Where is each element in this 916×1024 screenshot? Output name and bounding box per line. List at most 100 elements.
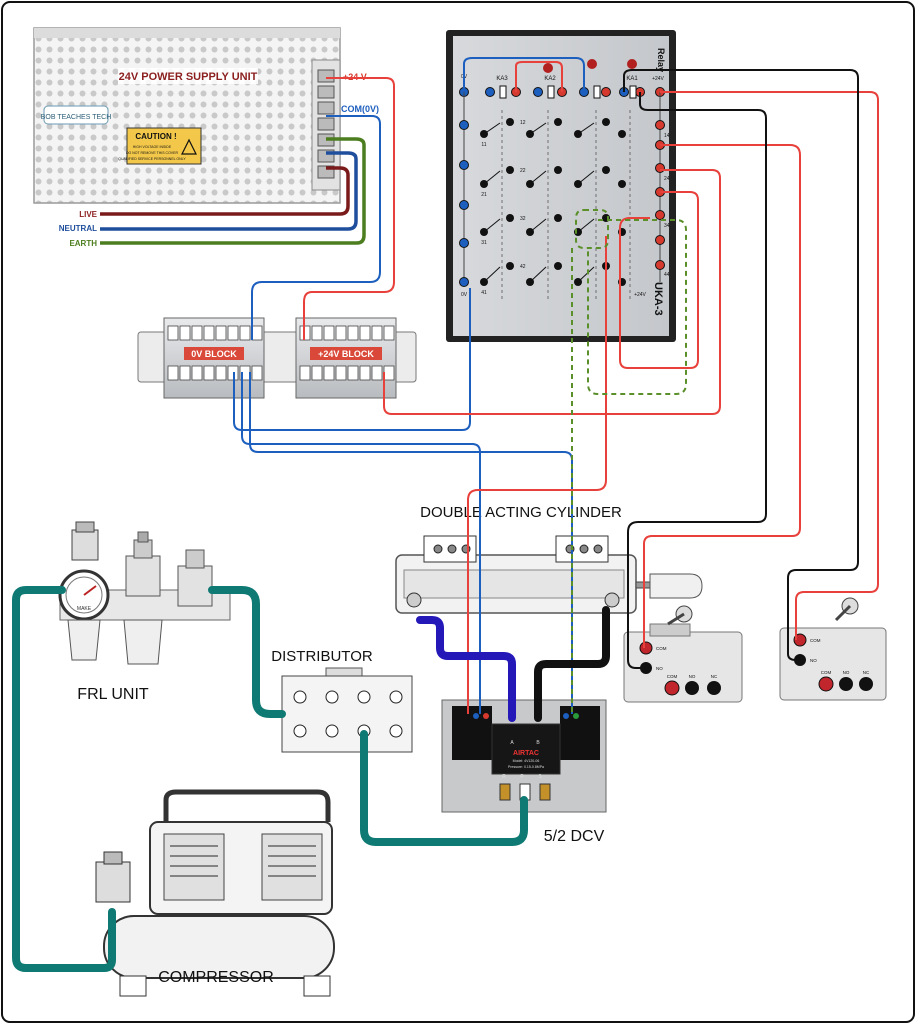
wire-black-relay-ls1: [627, 92, 767, 669]
coil-label-ka3: KA3: [496, 76, 508, 82]
wire-0v-to-dcv-1: [241, 372, 481, 714]
tube-frl-to-distributor: [208, 586, 286, 718]
frl-label: FRL UNIT: [77, 686, 149, 703]
ls2-no: NO: [843, 670, 850, 675]
pneumatic-tubing: [12, 586, 610, 972]
valve-brand: AIRTAC: [513, 750, 539, 757]
contact-label-24: 24: [664, 176, 670, 182]
tube-compressor-to-frl: [12, 586, 116, 972]
zero-v-block-label: 0V BLOCK: [191, 349, 237, 359]
contact-label-22: 22: [520, 168, 526, 174]
limit-switch-2: COM NO COM NO NC: [779, 597, 887, 701]
gauge-make-text: MAKE: [77, 606, 92, 612]
caution-label: CAUTION ! HIGH VOLTAGE INSIDE DO NOT REM…: [118, 127, 202, 165]
high-voltage-icon: [181, 138, 197, 155]
contact-label-34: 34: [664, 223, 670, 229]
contact-label-44: 44: [664, 272, 670, 278]
led-ka3: [543, 63, 553, 73]
wire-relay-to-dcv: [467, 236, 607, 714]
tube-dcv-a-to-cylinder: [416, 616, 516, 722]
terminal-block-rail: 0V BLOCK +24V BLOCK: [137, 317, 417, 399]
ls2-com-top: COM: [810, 638, 821, 643]
ls2-nc: NC: [863, 670, 870, 675]
contact-label-31: 31: [481, 240, 487, 246]
psu-out-com-label: COM(0V): [341, 104, 379, 114]
dcv-label: 5/2 DCV: [544, 828, 605, 845]
contact-label-42: 42: [520, 264, 526, 270]
double-acting-cylinder: DOUBLE ACTING CYLINDER: [395, 504, 703, 614]
ls2-com: COM: [821, 670, 832, 675]
valve-port-p: P: [520, 774, 524, 780]
coil-label-ka2: KA2: [544, 76, 556, 82]
brand-logo: BOB TEACHES TECH: [41, 105, 112, 125]
valve-pressure: Pressure: 0.15-0.8MPa: [508, 765, 544, 769]
plus-24v-block: +24V BLOCK: [295, 317, 397, 399]
wire-red-loop: [619, 191, 699, 369]
contact-label-32: 32: [520, 216, 526, 222]
mains-live-label: LIVE: [79, 210, 97, 219]
led-ka1: [627, 59, 637, 69]
pin-label-bottom-0v: 0V: [461, 292, 468, 298]
limit-switch-1: COM NO COM NO NC: [623, 605, 743, 703]
wire-psu-com: [251, 115, 381, 340]
ls1-com-top: COM: [656, 646, 667, 651]
contact-label-41: 41: [481, 290, 487, 296]
ls1-no: NO: [689, 674, 696, 679]
valve-model: Model: 4V120-06: [513, 759, 540, 763]
contact-label-14: 14: [664, 133, 670, 139]
relay-right-rail: +24V: [634, 92, 665, 298]
ls1-com: COM: [667, 674, 678, 679]
coil-label-ka1: KA1: [626, 76, 638, 82]
valve-port-r: R: [502, 774, 506, 780]
wire-relay-to-ls1-red: [643, 144, 801, 648]
pin-label-plus24: +24V: [652, 76, 664, 82]
wire-relay-jumper-blue: [463, 57, 585, 92]
relay-title: Relay: [656, 48, 666, 72]
wire-psu-plus24: [303, 77, 395, 340]
plus-24v-block-label: +24V BLOCK: [318, 349, 374, 359]
contact-label-11: 11: [481, 142, 486, 148]
mains-earth-label: EARTH: [69, 239, 97, 248]
ls1-no-top: NO: [656, 666, 663, 671]
wire-relay-to-ls2-red: [660, 91, 879, 640]
relay-contact-grid: 11 12 14 21 22 24 31 32 34 41 42 44: [480, 110, 670, 300]
cylinder-label: DOUBLE ACTING CYLINDER: [420, 504, 622, 521]
compressor-label: COMPRESSOR: [158, 969, 274, 986]
mains-neutral-label: NEUTRAL: [59, 224, 97, 233]
relay-left-rail: 0V: [459, 92, 469, 298]
contact-label-12: 12: [520, 120, 526, 126]
valve-port-s: S: [538, 774, 542, 780]
tube-distributor-to-dcv: [360, 730, 528, 846]
wire-black-relay-ls2: [623, 69, 859, 661]
tube-dcv-b-to-cylinder: [534, 606, 610, 722]
psu-title: 24V POWER SUPPLY UNIT: [119, 71, 258, 83]
caution-line-1: HIGH VOLTAGE INSIDE: [133, 145, 172, 149]
wire-0v-to-relay: [233, 288, 471, 431]
ls1-nc: NC: [711, 674, 718, 679]
valve-port-b: B: [536, 740, 540, 746]
electrical-wiring: [233, 57, 879, 714]
brand-text: BOB TEACHES TECH: [41, 114, 112, 121]
earth-wire: [100, 137, 366, 245]
psu-terminal-screws: [317, 69, 335, 179]
caution-line-2: DO NOT REMOVE THIS COVER: [126, 151, 178, 155]
five-two-dcv: AIRTAC Model: 4V120-06 Pressure: 0.15-0.…: [441, 699, 607, 845]
power-supply-unit: 24V POWER SUPPLY UNIT BOB TEACHES TECH C…: [33, 27, 379, 248]
wire-relay-jumper-red: [515, 61, 563, 92]
wire-plus24-to-relay: [383, 169, 721, 415]
contact-label-21: 21: [481, 192, 487, 198]
distributor-label: DISTRIBUTOR: [271, 648, 373, 665]
ls2-no-top: NO: [810, 658, 817, 663]
frl-unit: MAKE FRL UNIT: [58, 521, 231, 703]
neutral-wire: [100, 151, 358, 231]
air-compressor: COMPRESSOR: [95, 789, 335, 997]
pin-label-bottom-plus24: +24V: [634, 292, 646, 298]
relay-top-sockets: [459, 85, 665, 99]
relay-model: UKA-3: [652, 282, 664, 316]
live-wire: [100, 166, 350, 216]
caution-line-3: QUALIFIED SERVICE PERSONNEL ONLY: [118, 157, 186, 161]
valve-port-a: A: [510, 740, 514, 746]
led-ka2: [587, 59, 597, 69]
sensor-loop-dashed-1: [575, 209, 609, 249]
